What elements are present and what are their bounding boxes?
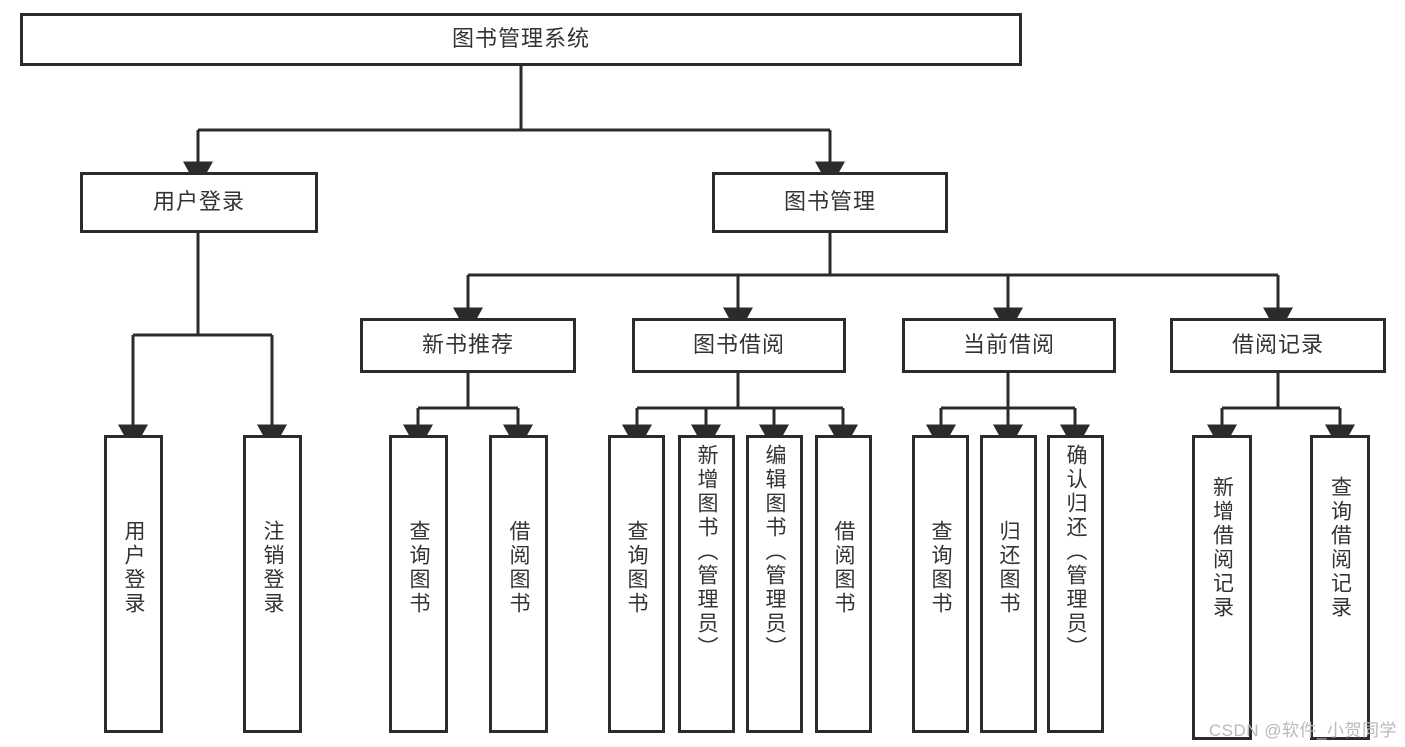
leaf-query-book-recommend-label: 查询图书 [407, 520, 430, 616]
node-user-login-label: 用户登录 [152, 189, 245, 215]
node-current-borrow[interactable]: 当前借阅 [902, 318, 1116, 373]
node-book-management-label: 图书管理 [783, 189, 876, 215]
node-root[interactable]: 图书管理系统 [20, 13, 1022, 66]
node-new-book-recommend-label: 新书推荐 [421, 332, 514, 358]
leaf-borrow-book-recommend-label: 借阅图书 [507, 520, 530, 616]
leaf-query-book-recommend[interactable]: 查询图书 [389, 435, 448, 733]
node-user-login[interactable]: 用户登录 [80, 172, 318, 233]
watermark-csdn: CSDN @软件_小贺同学 [1208, 721, 1397, 740]
leaf-logout[interactable]: 注销登录 [243, 435, 302, 733]
node-book-borrow[interactable]: 图书借阅 [632, 318, 846, 373]
leaf-confirm-return-admin-label: 确认归还（管理员） [1064, 444, 1087, 660]
leaf-query-book-current-label: 查询图书 [929, 520, 952, 616]
leaf-user-login-label: 用户登录 [122, 520, 145, 616]
node-borrow-record-label: 借阅记录 [1231, 332, 1324, 358]
leaf-add-book-admin[interactable]: 新增图书（管理员） [678, 435, 735, 733]
leaf-logout-label: 注销登录 [261, 520, 284, 616]
leaf-borrow-book[interactable]: 借阅图书 [815, 435, 872, 733]
leaf-confirm-return-admin[interactable]: 确认归还（管理员） [1047, 435, 1104, 733]
node-book-borrow-label: 图书借阅 [692, 332, 785, 358]
node-root-label: 图书管理系统 [451, 26, 590, 52]
node-new-book-recommend[interactable]: 新书推荐 [360, 318, 576, 373]
leaf-borrow-book-label: 借阅图书 [832, 520, 855, 616]
node-book-management[interactable]: 图书管理 [712, 172, 948, 233]
leaf-query-book-current[interactable]: 查询图书 [912, 435, 969, 733]
leaf-query-borrow-record-label: 查询借阅记录 [1328, 476, 1352, 620]
leaf-add-book-admin-label: 新增图书（管理员） [695, 444, 718, 660]
leaf-add-borrow-record-label: 新增借阅记录 [1210, 476, 1234, 620]
leaf-user-login[interactable]: 用户登录 [104, 435, 163, 733]
leaf-add-borrow-record[interactable]: 新增借阅记录 [1192, 435, 1252, 740]
leaf-return-book-label: 归还图书 [997, 520, 1020, 616]
leaf-query-book-borrow-label: 查询图书 [625, 520, 648, 616]
leaf-edit-book-admin-label: 编辑图书（管理员） [763, 444, 786, 660]
node-borrow-record[interactable]: 借阅记录 [1170, 318, 1386, 373]
leaf-return-book[interactable]: 归还图书 [980, 435, 1037, 733]
leaf-borrow-book-recommend[interactable]: 借阅图书 [489, 435, 548, 733]
leaf-query-borrow-record[interactable]: 查询借阅记录 [1310, 435, 1370, 740]
leaf-query-book-borrow[interactable]: 查询图书 [608, 435, 665, 733]
leaf-edit-book-admin[interactable]: 编辑图书（管理员） [746, 435, 803, 733]
node-current-borrow-label: 当前借阅 [962, 332, 1055, 358]
